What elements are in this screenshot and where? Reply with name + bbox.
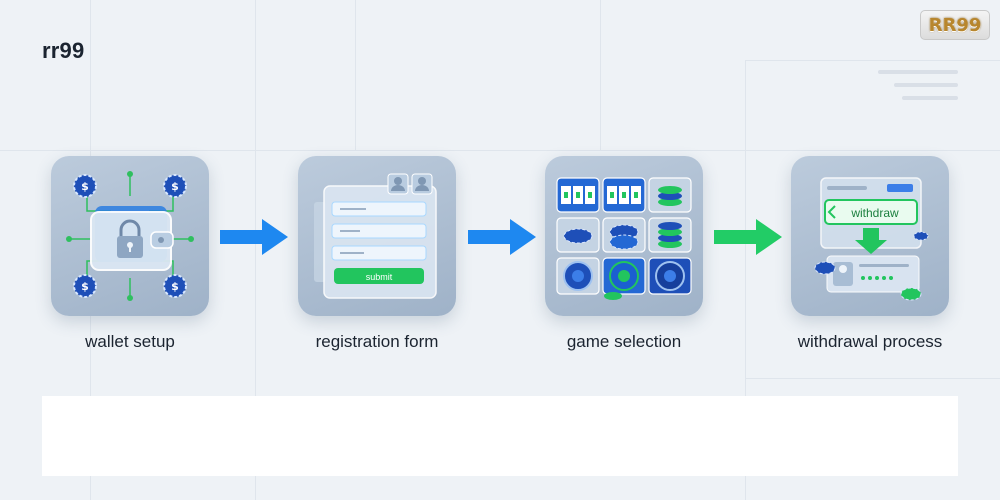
- casino-games-icon: [556, 177, 692, 300]
- background-line: [745, 60, 1000, 61]
- step-label-wallet-setup: wallet setup: [85, 332, 175, 351]
- svg-text:$: $: [171, 180, 179, 193]
- content-panel: [42, 396, 958, 476]
- step-game-selection: [545, 156, 703, 316]
- step-label-withdrawal-process: withdrawal process: [797, 332, 943, 351]
- step-label-registration-form: registration form: [315, 332, 439, 351]
- brand-logo: RR99: [920, 10, 990, 40]
- svg-text:$: $: [171, 280, 179, 293]
- background-line: [745, 378, 1000, 379]
- background-line: [745, 60, 746, 500]
- wallet-lock-icon: $ $ $ $: [66, 171, 194, 301]
- step-registration-form: submit: [298, 156, 456, 316]
- arrow-right-icon: [220, 219, 288, 255]
- brand-title: rr99: [42, 38, 85, 63]
- arrow-right-icon: [468, 219, 536, 255]
- submit-button[interactable]: submit: [366, 272, 393, 282]
- registration-form-icon: submit: [314, 173, 437, 299]
- background-line: [0, 150, 1000, 151]
- decorative-lines: [878, 70, 958, 109]
- background-line: [600, 0, 601, 150]
- step-wallet-setup: $ $ $ $: [51, 156, 209, 316]
- logo-text: RR99: [928, 14, 982, 36]
- step-withdrawal-process: withdraw: [791, 156, 949, 316]
- background-line: [355, 0, 356, 150]
- svg-text:$: $: [81, 180, 89, 193]
- background-line: [255, 0, 256, 500]
- arrow-right-icon: [714, 219, 782, 255]
- withdraw-icon: withdraw: [814, 177, 929, 301]
- svg-text:$: $: [81, 280, 89, 293]
- step-label-game-selection: game selection: [566, 332, 682, 351]
- withdraw-button[interactable]: withdraw: [850, 206, 899, 220]
